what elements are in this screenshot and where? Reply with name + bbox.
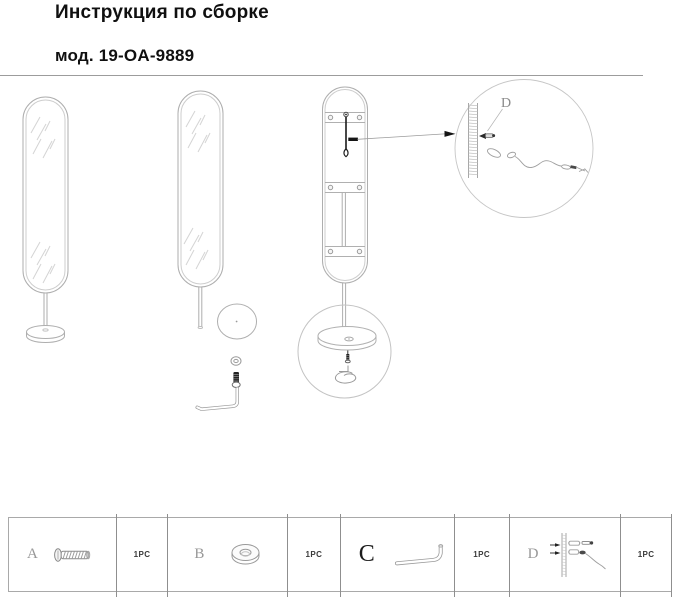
floor-mirror-icon [22, 96, 69, 294]
detail-part-label: D [501, 96, 511, 111]
part-qty-b: 1PC [305, 550, 323, 559]
qty-cell-a: 1PC [115, 514, 169, 597]
washer-icon [230, 356, 242, 366]
part-cell-d: D [510, 518, 622, 591]
part-label-b: B [194, 546, 205, 562]
part-qty-c: 1PC [473, 550, 491, 559]
cable-icon [507, 151, 589, 173]
mirror-base [26, 325, 65, 339]
part-label-a: A [27, 546, 38, 562]
step1-assembled-mirror [22, 96, 69, 343]
allen-key-icon [394, 543, 443, 565]
part-label-c: C [358, 541, 375, 567]
allen-key-icon [195, 386, 239, 411]
part-label-d: D [527, 546, 539, 562]
page-title: Инструкция по сборке [55, 2, 269, 23]
floor-mirror-icon [177, 90, 224, 288]
step3-back-view [297, 86, 456, 399]
part-qty-a: 1PC [133, 550, 151, 559]
part-cell-b: B [168, 518, 289, 591]
wall-plug-icon [479, 133, 496, 139]
screw-icon [344, 350, 351, 364]
allen-key-icon [334, 365, 357, 384]
part-qty-d: 1PC [637, 550, 655, 559]
washer-icon [231, 543, 260, 564]
parts-table: A 1PC B 1PC C [8, 514, 672, 597]
qty-cell-b: 1PC [287, 514, 341, 597]
step2-attach-base [177, 90, 257, 411]
callout-leader [357, 133, 445, 140]
base-bottom-detail-icon [297, 304, 392, 399]
screw-icon [231, 372, 241, 388]
hanging-cable-icon [343, 111, 358, 158]
part-cell-c: C [341, 518, 455, 591]
anchor-sleeve-icon [487, 148, 501, 158]
header-divider [0, 75, 643, 76]
callout-arrow-icon [444, 130, 456, 137]
wall-strip [468, 103, 478, 178]
qty-cell-d: 1PC [620, 514, 672, 597]
insert-arrow-icon [550, 542, 561, 555]
wall-anchor-kit-icon [550, 532, 607, 577]
wall-anchor-detail-icon: D [454, 79, 594, 218]
part-cell-a: A [9, 518, 117, 591]
crossbar-screws [327, 114, 363, 255]
mirror-back-icon [322, 86, 368, 284]
model-number: мод. 19-OA-9889 [55, 46, 195, 65]
qty-cell-c: 1PC [453, 514, 510, 597]
screw-icon [53, 547, 91, 562]
